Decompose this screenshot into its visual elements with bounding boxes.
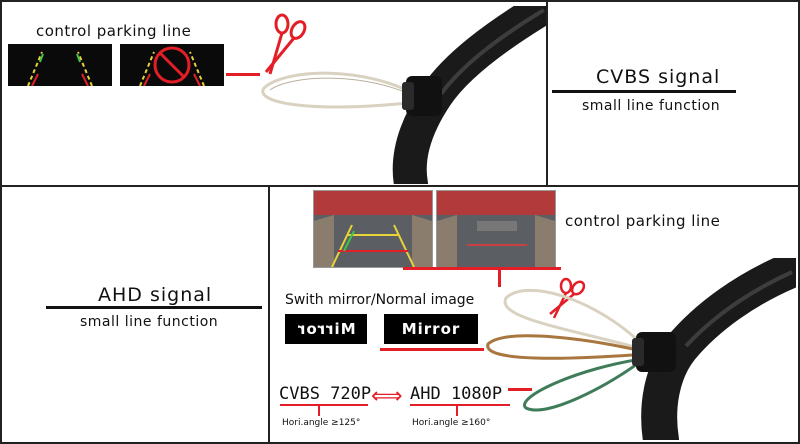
bottom-col-divider xyxy=(268,186,270,444)
ahd-resolution: AHD 1080P xyxy=(410,384,503,404)
top-cable-illustration xyxy=(261,6,546,184)
ahd-angle: Hori.angle ≥160° xyxy=(412,418,491,428)
mirror-text-normal: Mirror xyxy=(401,320,461,338)
mirror-bracket-bar xyxy=(380,348,484,351)
resolution-switch-arrow: ⟺ xyxy=(371,384,403,409)
ahd-cable-illustration xyxy=(486,258,796,440)
ahd-res-connector xyxy=(508,388,532,391)
cvbs-angle: Hori.angle ≥125° xyxy=(282,418,361,428)
rear-camera-photo-no-lines xyxy=(436,190,556,268)
mirror-mode-left: Mirror xyxy=(285,314,367,344)
prohibit-icon xyxy=(153,46,191,84)
frame-top xyxy=(0,0,800,2)
photos-bracket-bar xyxy=(403,267,561,270)
frame-left xyxy=(0,0,2,444)
parking-lines-graphic xyxy=(27,51,93,86)
frame-right xyxy=(798,0,800,444)
cvbs-signal-subtitle: small line function xyxy=(582,98,721,114)
mirror-switch-label: Swith mirror/Normal image xyxy=(285,292,475,308)
cvbs-signal-title: CVBS signal xyxy=(596,66,721,88)
ahd-res-underline xyxy=(410,404,510,406)
cvbs-resolution: CVBS 720P xyxy=(279,384,372,404)
mirror-mode-right: Mirror xyxy=(384,314,478,344)
camera-view-graphic-plain xyxy=(437,191,555,267)
scissors-icon xyxy=(264,13,307,75)
ahd-signal-title: AHD signal xyxy=(98,284,213,306)
photos-bracket-stem xyxy=(498,267,501,287)
row-divider xyxy=(0,185,800,187)
top-parking-label: control parking line xyxy=(36,22,192,40)
camera-view-graphic xyxy=(314,191,432,267)
mirror-text-reversed: Mirror xyxy=(296,320,356,338)
top-col-divider xyxy=(546,0,548,186)
cvbs-res-tick xyxy=(318,404,320,416)
cut-wire-connector xyxy=(226,73,260,76)
cvbs-res-underline xyxy=(280,404,368,406)
parking-lines-disabled-graphic xyxy=(139,46,205,86)
cvbs-title-rule xyxy=(552,90,736,93)
ahd-title-rule xyxy=(46,306,262,309)
ahd-res-tick xyxy=(456,404,458,416)
ahd-parking-label: control parking line xyxy=(565,212,721,230)
parking-line-thumb-on xyxy=(8,44,112,86)
frame-bottom xyxy=(0,442,800,444)
ahd-signal-subtitle: small line function xyxy=(80,314,219,330)
parking-line-thumb-off xyxy=(120,44,224,86)
rear-camera-photo-with-lines xyxy=(313,190,433,268)
